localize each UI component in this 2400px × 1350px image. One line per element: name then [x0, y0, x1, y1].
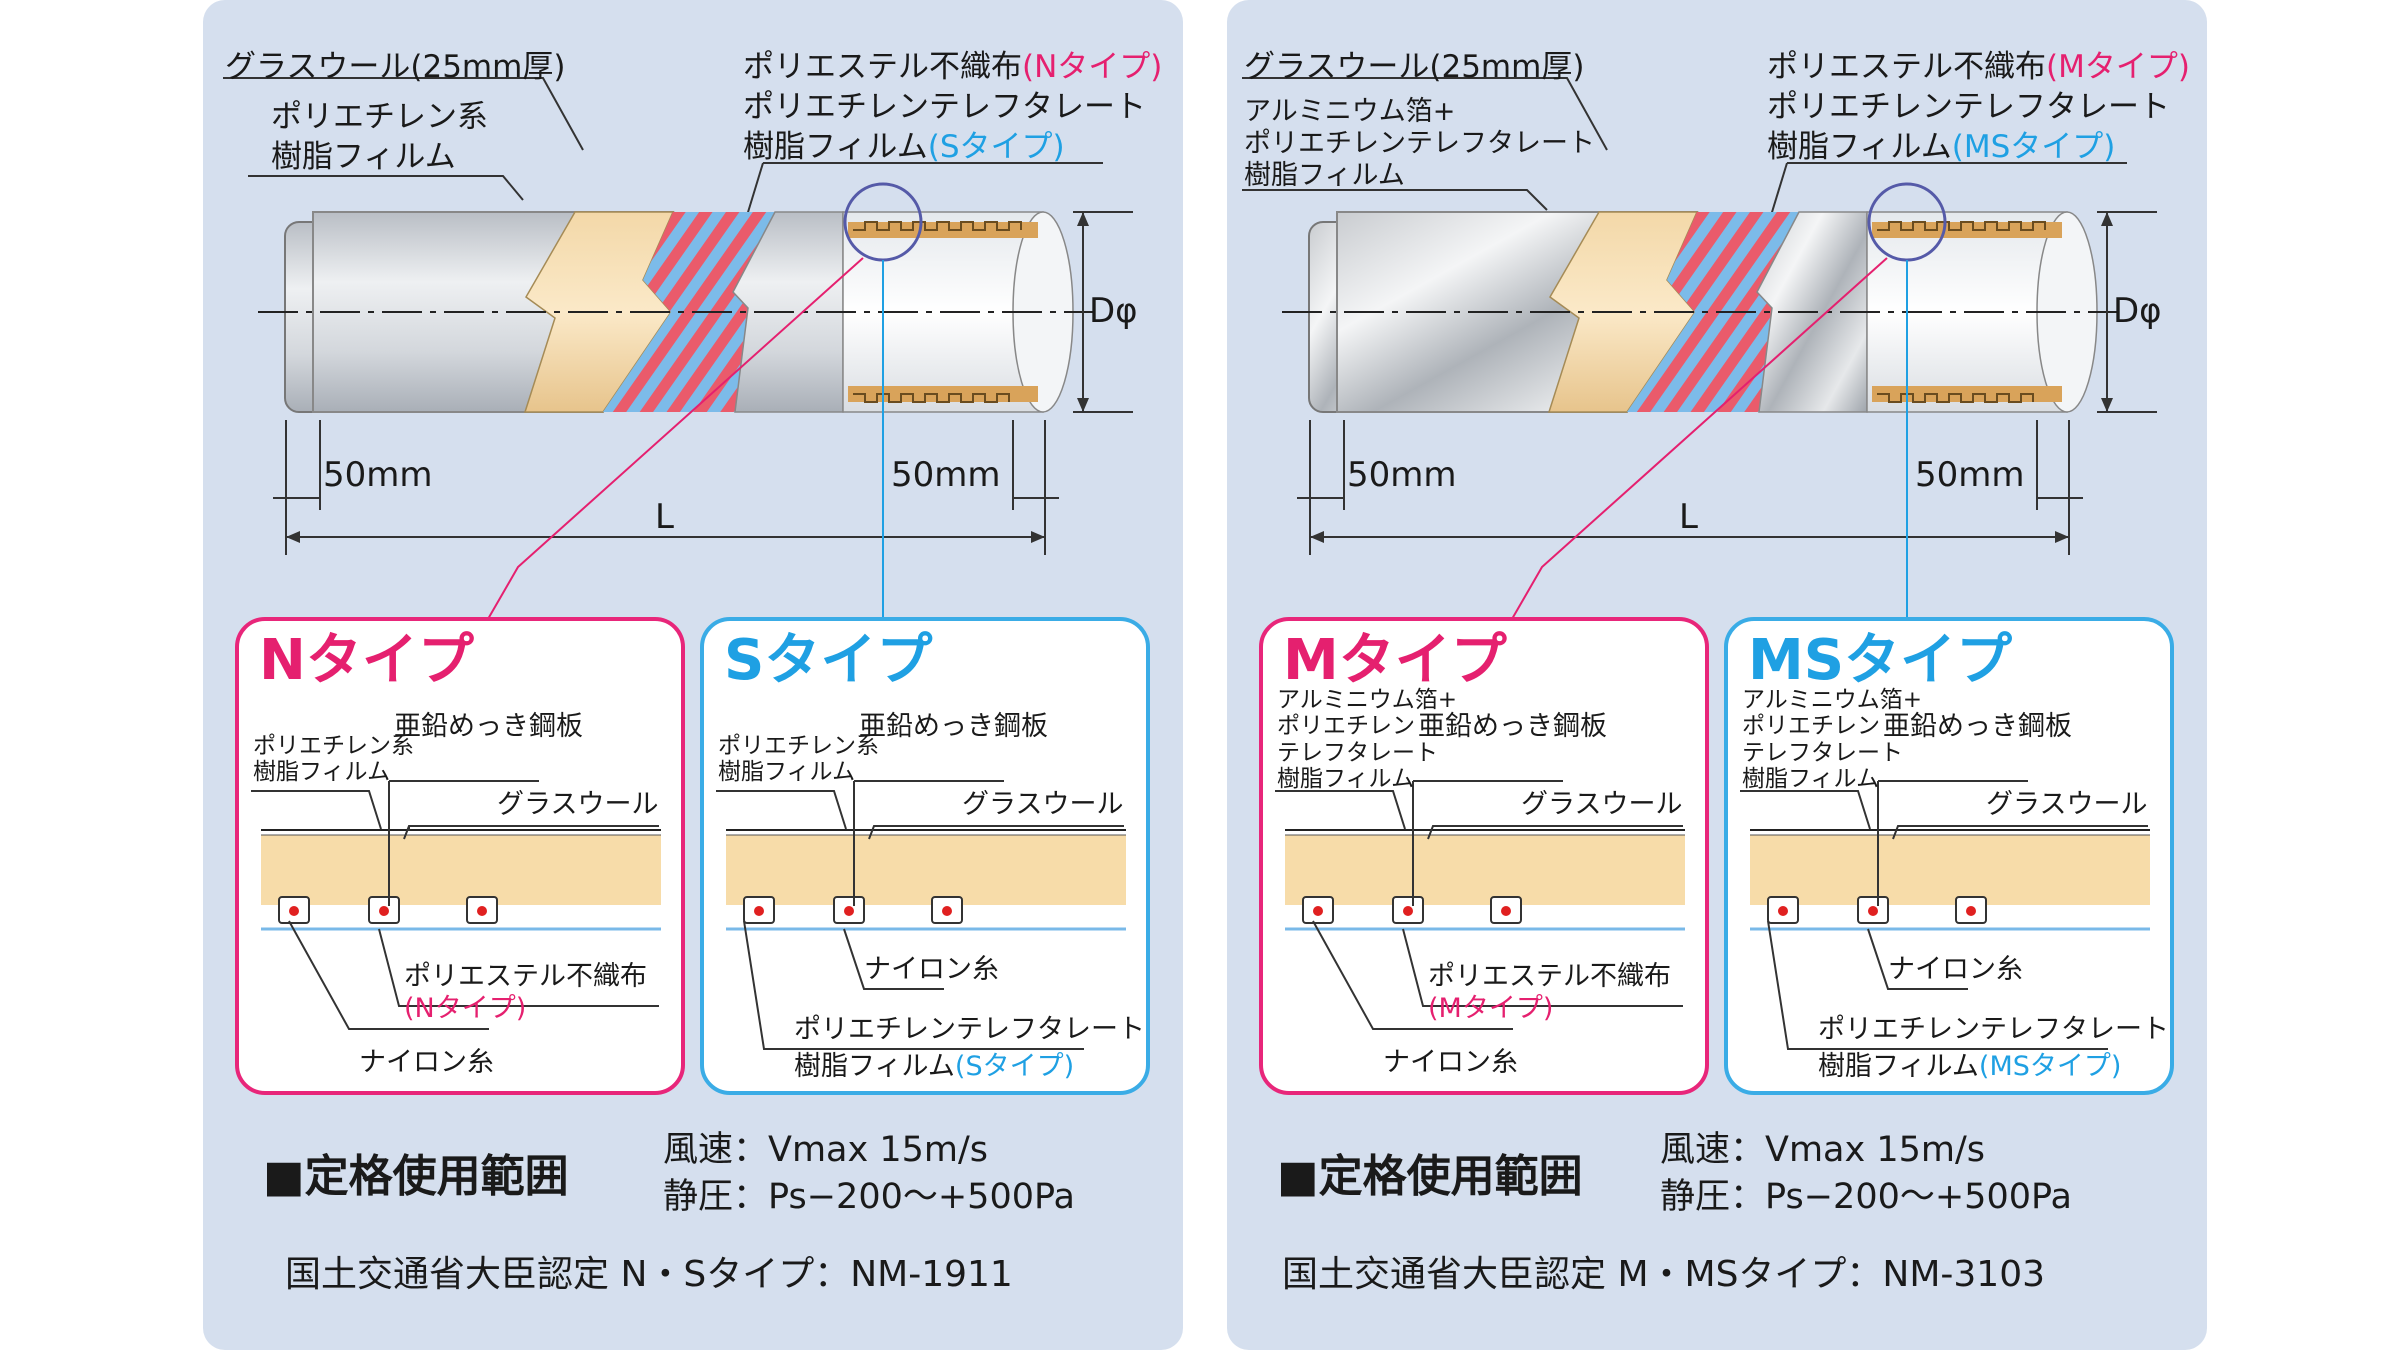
pet-label-type: (Sタイプ) — [927, 129, 1065, 165]
left-panel: グラスウール(25mm厚) ポリエチレン系 樹脂フィルム ポリエステル不織布(N… — [203, 0, 1183, 1350]
ms-type-cross-section — [1740, 780, 2150, 1050]
certification-text: 国土交通省大臣認定 M・MSタイプ：NM-3103 — [1282, 1254, 2046, 1295]
s-liner-type: (Sタイプ) — [954, 1051, 1075, 1082]
m-glass-label: グラスウール — [1521, 789, 1683, 820]
m-type-title: Mタイプ — [1283, 628, 1507, 693]
pet-label-line2: 樹脂フィルム(MSタイプ) — [1767, 132, 2115, 163]
pe-film-label-line1: ポリエチレン系 — [271, 99, 488, 135]
n-type-title: Nタイプ — [259, 628, 474, 693]
m-film-label: アルミニウム箔+ ポリエチレン テレフタレート 樹脂フィルム — [1277, 687, 1458, 793]
polyester-label-type: (Mタイプ) — [2046, 49, 2190, 85]
right-panel: グラスウール(25mm厚) アルミニウム箔+ ポリエチレンテレフタレート 樹脂フ… — [1227, 0, 2207, 1350]
s-liner-label-line1: ポリエチレンテレフタレート — [794, 1014, 1145, 1045]
end-length-left-label: 50mm — [1347, 455, 1457, 495]
ms-nylon-label: ナイロン糸 — [1888, 954, 2023, 985]
s-type-title: Sタイプ — [724, 628, 933, 693]
m-steel-label: 亜鉛めっき鋼板 — [1418, 711, 1607, 742]
n-glass-label: グラスウール — [497, 789, 659, 820]
diameter-label: Dφ — [1089, 291, 1138, 331]
end-length-right-label: 50mm — [891, 455, 1001, 495]
length-label: L — [1679, 497, 1698, 537]
left-duct-diagram — [223, 77, 1133, 620]
m-liner-label: ポリエステル不織布 — [1428, 961, 1671, 992]
ms-liner-prefix: 樹脂フィルム — [1818, 1051, 1979, 1082]
n-steel-label: 亜鉛めっき鋼板 — [394, 711, 583, 742]
ms-type-box: MSタイプ アルミニウム箔+ ポリエチレン テレフタレート 樹脂フィルム 亜鉛め… — [1724, 617, 2174, 1095]
n-type-box: Nタイプ ポリエチレン系 樹脂フィルム 亜鉛めっき鋼板 グラスウール ポリエス — [235, 617, 685, 1095]
ms-steel-label: 亜鉛めっき鋼板 — [1883, 711, 2072, 742]
al-film-label-line1: アルミニウム箔+ — [1244, 96, 1456, 127]
s-liner-label-line2: 樹脂フィルム(Sタイプ) — [794, 1053, 1074, 1080]
diameter-label: Dφ — [2113, 291, 2162, 331]
n-film-label: ポリエチレン系 樹脂フィルム — [253, 733, 414, 786]
pet-label-line1: ポリエチレンテレフタレート — [743, 89, 1146, 125]
s-liner-prefix: 樹脂フィルム — [794, 1051, 955, 1082]
ms-film-label: アルミニウム箔+ ポリエチレン テレフタレート 樹脂フィルム — [1742, 687, 1923, 793]
n-type-cross-section — [251, 780, 661, 1030]
m-type-box: Mタイプ アルミニウム箔+ ポリエチレン テレフタレート 樹脂フィルム 亜鉛めっ… — [1259, 617, 1709, 1095]
s-film-label: ポリエチレン系 樹脂フィルム — [718, 733, 879, 786]
m-liner-type: (Mタイプ) — [1428, 993, 1554, 1024]
polyester-label-prefix: ポリエステル不織布 — [743, 49, 1022, 85]
ms-type-title: MSタイプ — [1748, 628, 2013, 693]
spec-static-pressure: 静圧：Ps−200～+500Pa — [663, 1177, 1075, 1217]
al-film-label-line2: ポリエチレンテレフタレート — [1244, 128, 1595, 159]
n-nylon-label: ナイロン糸 — [359, 1047, 494, 1078]
n-liner-type: (Nタイプ) — [404, 993, 527, 1024]
s-steel-label: 亜鉛めっき鋼板 — [859, 711, 1048, 742]
pe-film-label-line2: 樹脂フィルム — [271, 139, 456, 175]
spec-wind-speed: 風速：Vmax 15m/s — [663, 1130, 988, 1170]
certification-text: 国土交通省大臣認定 N・Sタイプ：NM-1911 — [285, 1254, 1013, 1295]
ms-liner-type: (MSタイプ) — [1978, 1051, 2122, 1082]
s-glass-label: グラスウール — [962, 789, 1124, 820]
end-length-left-label: 50mm — [323, 455, 433, 495]
polyester-label-prefix: ポリエステル不織布 — [1767, 49, 2046, 85]
spec-wind-speed: 風速：Vmax 15m/s — [1660, 1130, 1985, 1170]
ms-liner-label-line2: 樹脂フィルム(MSタイプ) — [1818, 1053, 2121, 1080]
length-label: L — [655, 497, 674, 537]
pet-label-line2: 樹脂フィルム(Sタイプ) — [743, 132, 1065, 163]
rated-range-title: ■定格使用範囲 — [263, 1151, 569, 1202]
rated-range-title: ■定格使用範囲 — [1277, 1151, 1583, 1202]
spec-static-pressure: 静圧：Ps−200～+500Pa — [1660, 1177, 2072, 1217]
right-duct-diagram — [1242, 77, 2157, 620]
m-type-cross-section — [1275, 780, 1685, 1030]
al-film-label-line3: 樹脂フィルム — [1244, 160, 1405, 191]
n-liner-label: ポリエステル不織布 — [404, 961, 647, 992]
pet-label-prefix: 樹脂フィルム — [1767, 129, 1952, 165]
s-type-box: Sタイプ ポリエチレン系 樹脂フィルム 亜鉛めっき鋼板 グラスウール ナイロン糸… — [700, 617, 1150, 1095]
ms-liner-label-line1: ポリエチレンテレフタレート — [1818, 1014, 2169, 1045]
m-nylon-label: ナイロン糸 — [1383, 1047, 1518, 1078]
pet-label-type: (MSタイプ) — [1951, 129, 2116, 165]
glass-wool-label: グラスウール(25mm厚) — [225, 49, 566, 85]
end-length-right-label: 50mm — [1915, 455, 2025, 495]
s-nylon-label: ナイロン糸 — [864, 954, 999, 985]
polyester-label: ポリエステル不織布(Mタイプ) — [1767, 52, 2190, 83]
glass-wool-label: グラスウール(25mm厚) — [1244, 49, 1585, 85]
s-type-cross-section — [716, 780, 1126, 1050]
polyester-label: ポリエステル不織布(Nタイプ) — [743, 52, 1162, 83]
polyester-label-type: (Nタイプ) — [1022, 49, 1163, 85]
pet-label-line1: ポリエチレンテレフタレート — [1767, 89, 2170, 125]
ms-glass-label: グラスウール — [1986, 789, 2148, 820]
pet-label-prefix: 樹脂フィルム — [743, 129, 928, 165]
